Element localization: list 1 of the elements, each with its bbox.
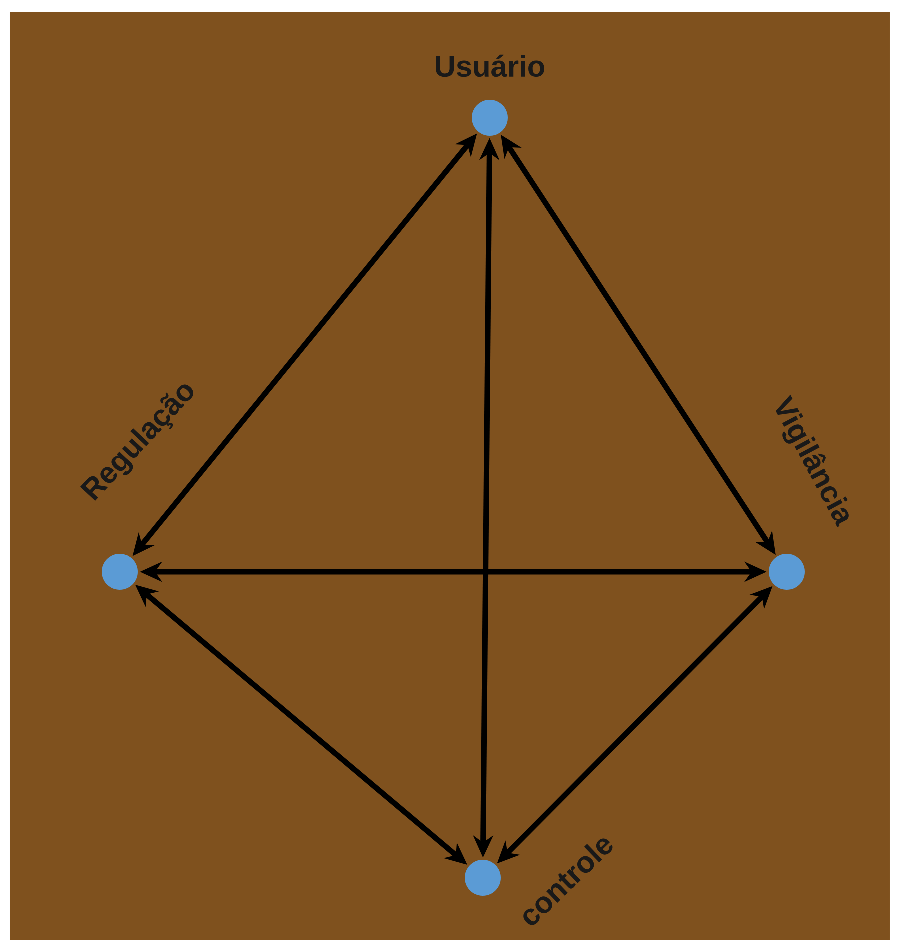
node-label: Usuário (436, 54, 544, 78)
